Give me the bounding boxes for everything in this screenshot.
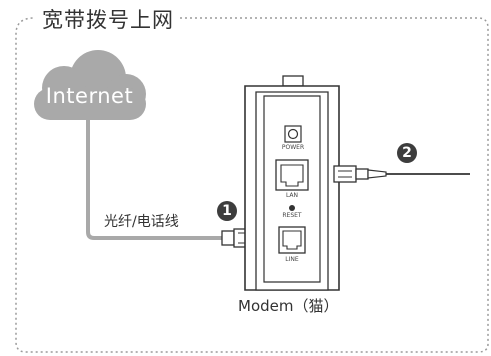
cable-label: 光纤/电话线 [104, 214, 179, 230]
dashed-frame [15, 17, 489, 353]
internet-cloud-icon [34, 50, 146, 120]
step-1-badge: 1 [217, 201, 237, 221]
reset-label: RESET [282, 212, 302, 219]
lan-port-label: LAN [285, 192, 299, 199]
page-title: 宽带拨号上网 [38, 5, 178, 35]
internet-label: Internet [45, 84, 134, 108]
reset-button[interactable] [289, 205, 295, 211]
modem-device [244, 75, 340, 291]
power-port-label: POWER [281, 144, 305, 151]
ethernet-plug-right [333, 165, 387, 183]
modem-label: Modem（猫） [238, 297, 339, 315]
line-port-label: LINE [285, 256, 299, 263]
step-2-badge: 2 [397, 143, 417, 163]
fiber-cable-line [86, 118, 222, 240]
